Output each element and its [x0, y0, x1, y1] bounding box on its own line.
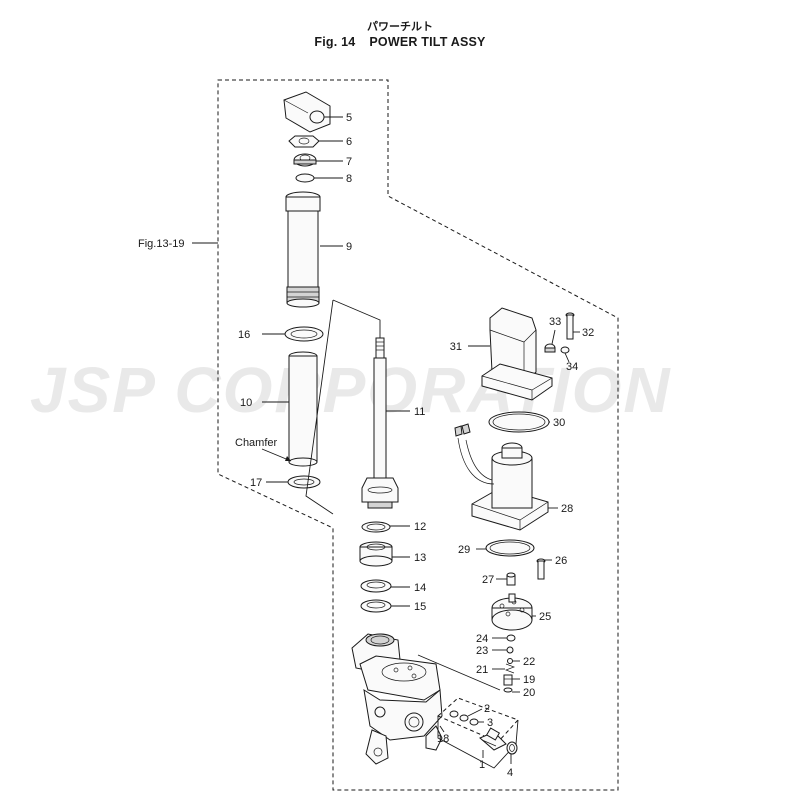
- callout-11: 11: [414, 406, 425, 418]
- part-21-spring: [505, 663, 515, 674]
- assembly-boundary: [217, 79, 619, 791]
- part-12-oring: [361, 521, 391, 533]
- title-japanese: パワーチルト: [367, 20, 433, 33]
- part-4-snap-ring: [506, 741, 518, 755]
- watermark-text: JSP CORPORATION: [30, 354, 672, 426]
- callout-18: 18: [437, 733, 449, 745]
- callout-19: 19: [523, 674, 535, 686]
- callout-4: 4: [507, 767, 513, 779]
- callout-27: 27: [482, 574, 494, 586]
- callout-14: 14: [414, 582, 426, 594]
- callout-16: 16: [238, 329, 250, 341]
- callout-20: 20: [523, 687, 535, 699]
- part-9-cylinder: [285, 191, 321, 308]
- callout-10: 10: [240, 397, 252, 409]
- pump-connection-line: [417, 654, 501, 691]
- callout-30: 30: [553, 417, 565, 429]
- part-17-oring: [287, 475, 321, 489]
- part-29-oring: [485, 539, 535, 557]
- callout-23: 23: [476, 645, 488, 657]
- callout-12: 12: [414, 521, 426, 533]
- chamfer-note: Chamfer: [235, 437, 278, 449]
- callout-3: 3: [487, 717, 493, 729]
- part-11-piston-rod: [361, 337, 399, 509]
- part-24-ring: [506, 634, 516, 642]
- manifold-body: [351, 633, 443, 765]
- part-10-inner-tube: [288, 351, 318, 467]
- figure-name: POWER TILT ASSY: [369, 35, 486, 49]
- rod-group-bracket: [305, 299, 334, 515]
- callout-6: 6: [346, 136, 352, 148]
- part-25-pump: [491, 593, 533, 631]
- part-30-oring: [488, 411, 550, 433]
- callout-2: 2: [484, 703, 490, 715]
- callout-32: 32: [582, 327, 594, 339]
- callout-31: 31: [450, 341, 462, 353]
- callout-25: 25: [539, 611, 551, 623]
- callout-22: 22: [523, 656, 535, 668]
- part-27-fitting: [506, 572, 516, 586]
- part-20-oring: [503, 687, 513, 693]
- callout-13: 13: [414, 552, 426, 564]
- part-34-washer: [560, 346, 570, 354]
- callout-29: 29: [458, 544, 470, 556]
- part-13-piston: [359, 541, 393, 567]
- part-15-washer: [360, 599, 392, 613]
- part-23-ball: [506, 646, 514, 654]
- part-8-oring: [295, 173, 315, 183]
- part-28-motor: [454, 423, 549, 531]
- part-7-washer: [293, 153, 317, 167]
- figure-title: Fig. 14 POWER TILT ASSY: [0, 35, 800, 49]
- callout-17: 17: [250, 477, 262, 489]
- reference-label: Fig.13-19: [138, 238, 184, 250]
- part-32-bolt: [565, 312, 575, 340]
- callout-26: 26: [555, 555, 567, 567]
- part-33-plug: [544, 343, 556, 353]
- callout-34: 34: [566, 361, 578, 373]
- callout-5: 5: [346, 112, 352, 124]
- callout-1: 1: [479, 759, 485, 771]
- part-2-oring: [449, 710, 469, 722]
- part-3-oring: [469, 718, 479, 726]
- callout-28: 28: [561, 503, 573, 515]
- part-19-plug: [503, 674, 513, 686]
- callout-24: 24: [476, 633, 488, 645]
- part-6-nut: [288, 135, 320, 148]
- part-22-ball: [507, 658, 513, 664]
- callout-21: 21: [476, 664, 488, 676]
- valve-group-box: [437, 697, 519, 743]
- callout-9: 9: [346, 241, 352, 253]
- part-1-manual-valve: [479, 727, 507, 751]
- figure-number: Fig. 14: [314, 35, 356, 49]
- part-26-bolt: [536, 558, 546, 580]
- part-14-seal: [360, 579, 392, 593]
- callout-15: 15: [414, 601, 426, 613]
- callout-7: 7: [346, 156, 352, 168]
- callout-8: 8: [346, 173, 352, 185]
- callout-33: 33: [549, 316, 561, 328]
- part-5-bushing: [283, 91, 331, 133]
- part-31-reservoir-cover: [481, 307, 553, 401]
